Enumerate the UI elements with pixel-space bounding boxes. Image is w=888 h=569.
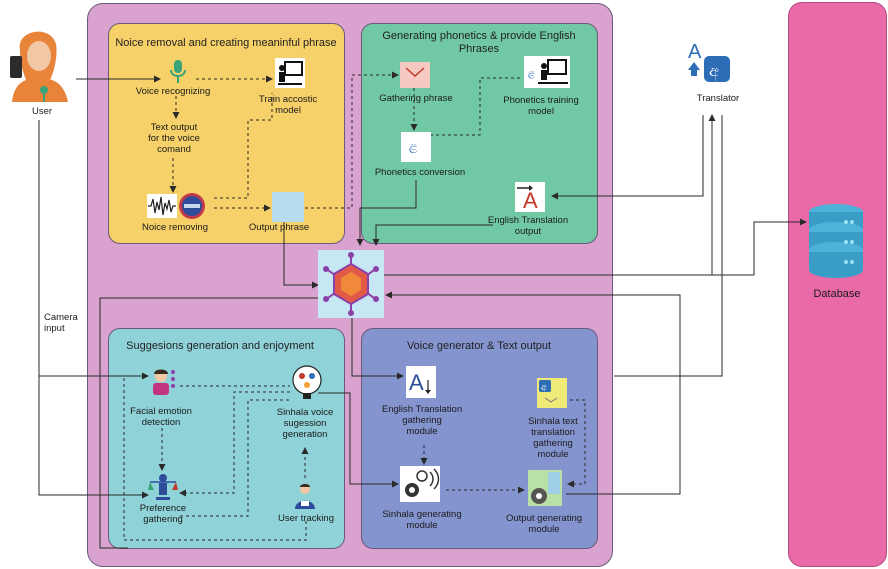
english-translation-output-label: English Translation output [487,215,569,237]
train-model-label: Train accostic model [258,94,318,116]
user-avatar-icon [6,22,72,102]
gathering-phrase-label: Gathering phrase [379,93,453,104]
phonetics-training-label: Phonetics training model [503,95,579,117]
suggestions-panel-title: Suggesions generation and enjoyment [126,340,314,352]
sinhala-voice-icon [290,364,324,400]
microphone-icon [168,58,188,84]
translator-icon: A අ [684,36,738,90]
svg-text:A: A [688,41,702,63]
preference-gathering-icon [148,472,178,502]
voice-panel-title: Voice generator & Text output [406,340,552,352]
facial-emotion-label: Facial emotion detection [130,406,192,428]
database-column [788,2,887,567]
phonetics-panel-title: Generating phonetics & provide English P… [382,30,576,55]
noise-badge-icon [178,192,206,220]
sinhala-text-gathering-label: Sinhala text translation gathering modul… [528,416,578,460]
phonetics-training-icon: ළ [524,56,570,88]
output-phrase-icon [272,192,304,222]
noise-panel-title: Noice removal and creating meaninful phr… [115,37,337,49]
camera-input-label: Camera input [44,312,78,334]
facial-emotion-icon [148,366,178,396]
svg-text:අ: අ [709,63,719,81]
svg-text:අ: අ [541,382,547,393]
output-generating-label: Output generating module [505,513,583,535]
user-tracking-icon [292,482,318,510]
english-gathering-icon: A [406,366,436,398]
noise-wave-icon [147,194,177,218]
sinhala-generating-label: Sinhala generating module [382,509,462,531]
user-label: User [31,106,53,117]
sinhala-voice-label: Sinhala voice sugession generation [276,407,334,440]
preference-gathering-label: Preference gathering [139,503,187,525]
english-translation-icon: A [515,182,545,213]
central-hub-icon [318,250,384,318]
svg-text:A: A [409,370,424,395]
svg-text:A: A [523,188,538,212]
text-output-label: Text output for the voice comand [148,122,200,155]
phonetics-conversion-icon: ළ [401,132,431,162]
english-gathering-label: English Translation gathering module [381,404,463,437]
train-model-icon [275,58,305,88]
noise-removing-label: Noice removing [142,222,208,233]
output-phrase-label: Output phrase [248,222,310,233]
phonetics-conversion-label: Phonetics conversion [374,167,466,178]
output-generating-icon [528,470,562,506]
svg-text:ළ: ළ [409,141,418,154]
translator-label: Translator [696,93,740,104]
sinhala-text-gathering-icon: අ [537,378,567,408]
sinhala-generating-icon [400,466,440,502]
voice-recognizing-label: Voice recognizing [135,86,211,97]
user-tracking-label: User tracking [278,513,334,524]
database-icon [806,202,866,282]
database-label: Database [813,288,861,300]
gathering-phrase-icon [400,62,430,88]
svg-text:ළ: ළ [528,68,535,79]
